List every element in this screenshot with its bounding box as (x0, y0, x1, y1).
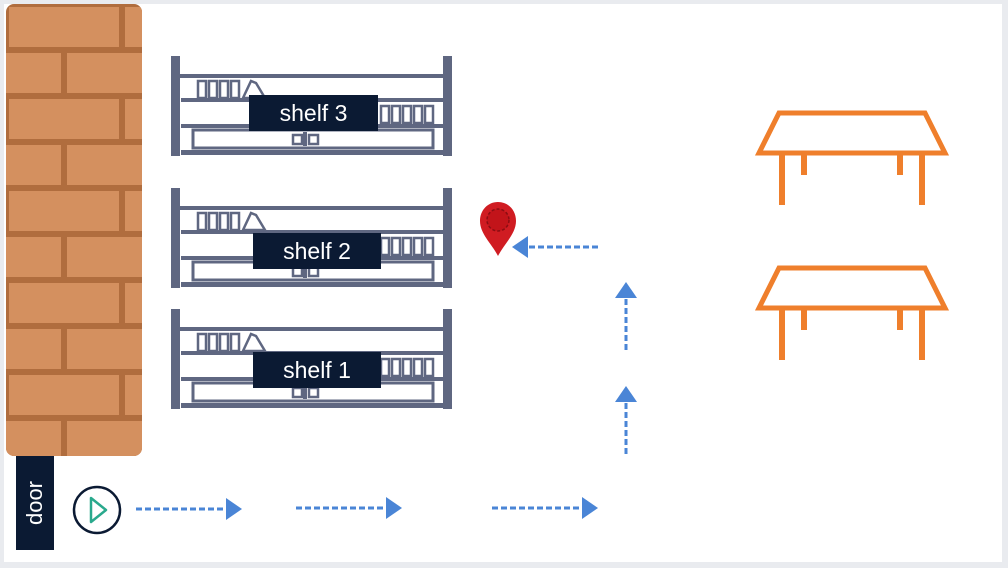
brick (6, 237, 61, 277)
brick (9, 191, 119, 231)
shelf-3-label: shelf 3 (249, 95, 378, 131)
brick (6, 145, 61, 185)
table-top (759, 113, 945, 205)
brick (67, 329, 142, 369)
brick-wall (6, 4, 142, 456)
brick (6, 53, 61, 93)
table-bottom (759, 268, 945, 360)
brick (67, 421, 142, 456)
brick (125, 283, 142, 323)
brick (6, 421, 61, 456)
brick (125, 191, 142, 231)
brick (6, 329, 61, 369)
path-arrow-1 (134, 496, 244, 522)
location-pin-icon (480, 202, 516, 256)
path-arrow-2 (294, 495, 404, 521)
brick (9, 375, 119, 415)
brick (9, 283, 119, 323)
path-arrow-6 (512, 236, 598, 258)
door-label: door (16, 456, 54, 550)
brick (125, 99, 142, 139)
brick (9, 7, 119, 47)
path-arrow-4 (613, 384, 639, 456)
floor-plan-canvas: shelf 3 shelf 2 shelf 1 door (4, 4, 1002, 562)
brick (67, 237, 142, 277)
brick (125, 375, 142, 415)
brick (9, 99, 119, 139)
brick (67, 145, 142, 185)
brick (67, 53, 142, 93)
path-arrow-5 (613, 280, 639, 352)
shelf-1-label: shelf 1 (253, 352, 381, 388)
door-label-text: door (22, 480, 47, 526)
play-circle-icon[interactable] (72, 485, 122, 535)
brick (125, 7, 142, 47)
shelf-2-label: shelf 2 (253, 233, 381, 269)
path-arrow-3 (490, 495, 600, 521)
